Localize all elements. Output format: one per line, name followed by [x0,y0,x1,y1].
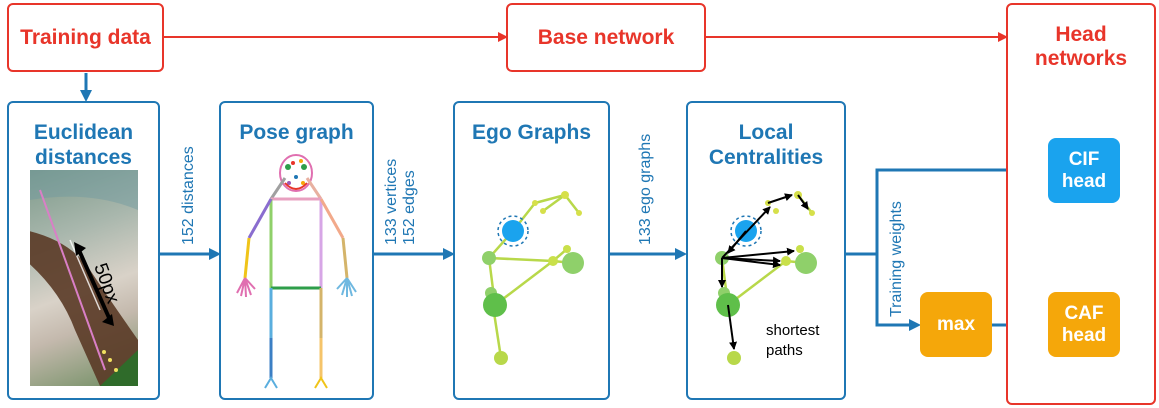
max-label: max [936,313,976,335]
label-training-weights: Training weights [888,201,905,317]
euclidean-line2: distances [35,146,132,169]
pose-graph-title: Pose graph [239,121,354,144]
caf-head-line1: CAF [1064,302,1104,324]
euclidean-title: Euclidean distances [9,120,158,170]
label-133-vertices: 133 vertices [383,158,400,245]
training-data-box: Training data [7,3,164,72]
max-box: max [920,292,992,357]
local-centralities-line2: Centralities [708,146,824,169]
pose-skeleton [236,154,357,389]
shortest-paths-line1: shortest [766,322,820,339]
arrow-weights-to-max [875,254,921,331]
label-133-ego-graphs: 133 ego graphs [637,133,654,245]
local-centralities-line1: Local [738,121,794,144]
local-centralities-title: Local Centralities [688,120,844,170]
head-networks-line2: networks [1034,47,1128,70]
label-152-edges: 152 edges [401,170,418,245]
centrality-drawing: shortest paths [715,191,820,365]
caf-head-box: CAF head [1048,292,1120,357]
base-network-box: Base network [506,3,706,72]
training-data-label: Training data [20,25,151,49]
cif-head-line1: CIF [1068,148,1100,170]
cif-head-box: CIF head [1048,138,1120,203]
euclidean-line1: Euclidean [33,121,134,144]
label-152-distances: 152 distances [180,146,197,245]
cif-head-label: CIF head [1062,149,1106,193]
head-networks-title: Head networks [1008,23,1154,71]
ego-graphs-panel: Ego Graphs [453,101,610,400]
ego-graphs-title: Ego Graphs [471,121,592,144]
shortest-paths-line2: paths [766,342,803,359]
caf-head-label: CAF head [1062,303,1106,347]
base-network-label: Base network [537,25,675,49]
local-centralities-panel: Local Centralities [686,101,846,400]
arrow-local-to-weights [846,164,1049,256]
pose-graph-panel: Pose graph [219,101,374,400]
cif-head-line2: head [1061,170,1107,192]
caf-head-line2: head [1061,324,1107,346]
ego-graph-drawing [482,191,584,365]
photo-overlay: 50px [30,170,138,386]
athlete-photo: 50px [30,170,138,386]
head-networks-line1: Head [1055,23,1107,46]
